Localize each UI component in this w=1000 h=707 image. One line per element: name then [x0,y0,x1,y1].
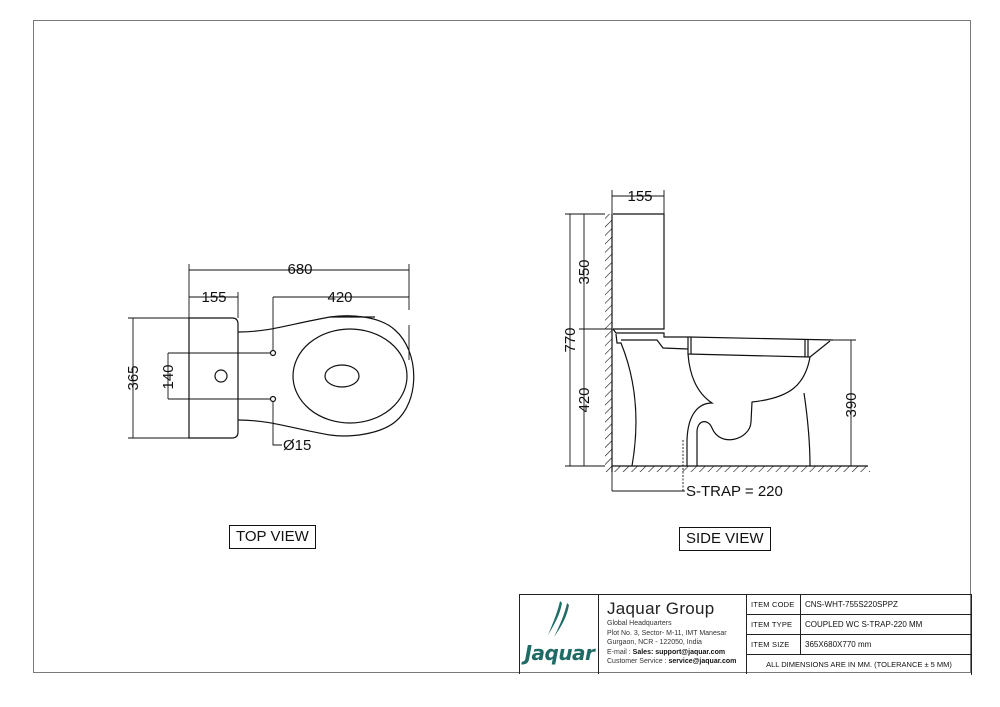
dim-top-365: 365 [125,365,142,390]
dim-side-420: 420 [576,387,593,412]
dim-top-680: 680 [287,261,312,278]
item-size-value: 365X680X770 mm [805,640,872,649]
top-view-dimensions [128,264,410,446]
dim-top-420: 420 [327,289,352,306]
dim-top-155: 155 [201,289,226,306]
tolerance-note: ALL DIMENSIONS ARE IN MM. (TOLERANCE ± 5… [747,655,972,675]
dim-side-770: 770 [562,327,579,352]
dim-side-390: 390 [843,392,860,417]
dim-side-155: 155 [627,188,652,205]
dim-side-350: 350 [576,259,593,284]
item-row-code: ITEM CODE CNS-WHT-755S220SPPZ [747,595,972,615]
item-size-label: ITEM SIZE [747,635,801,654]
item-row-type: ITEM TYPE COUPLED WC S-TRAP-220 MM [747,615,972,635]
item-table: ITEM CODE CNS-WHT-755S220SPPZ ITEM TYPE … [747,595,972,675]
address-line-2: Plot No. 3, Sector- M-11, IMT Manesar [607,629,727,637]
item-type-label: ITEM TYPE [747,615,801,634]
side-view-label: SIDE VIEW [679,527,771,551]
drawing-sheet-border [33,20,971,673]
side-view-dimensions [565,190,856,492]
title-block: Jaquar Jaquar Group Global Headquarters … [519,594,972,675]
top-view-dimension-text: 680 155 420 365 140 Ø15 [125,261,353,454]
dim-top-140: 140 [160,364,177,389]
email-label: E-mail : [607,648,633,656]
dim-top-diameter-15: Ø15 [283,437,311,454]
item-row-size: ITEM SIZE 365X680X770 mm [747,635,972,655]
top-view-drawing [188,315,415,439]
service-label: Customer Service : [607,658,669,665]
logo-wordmark: Jaquar [524,641,595,665]
jaquar-wings-icon [548,601,569,637]
email-value: Sales: support@jaquar.com [632,648,726,656]
address-line-3: Gurgaon, NCR - 122050, India [607,639,702,646]
company-info: Jaquar Group Global Headquarters Plot No… [599,595,747,674]
side-view-drawing [612,213,834,467]
service-line: Customer Service : service@jaquar.com [607,657,746,667]
item-code-label: ITEM CODE [747,595,801,614]
address-line-1: Global Headquarters [607,620,672,627]
company-name: Jaquar Group [607,599,715,618]
top-view-label: TOP VIEW [229,525,316,549]
side-view-dimension-text: 155 350 770 420 390 S-TRAP = 220 [562,188,860,500]
company-logo: Jaquar [520,595,599,674]
item-type-value: COUPLED WC S-TRAP-220 MM [805,620,923,629]
side-view-wall-floor [605,214,870,472]
service-value: service@jaquar.com [668,658,737,665]
dim-side-s-trap: S-TRAP = 220 [686,483,783,500]
item-code-value: CNS-WHT-755S220SPPZ [805,600,898,609]
email-line: E-mail : Sales: support@jaquar.com [607,648,746,658]
